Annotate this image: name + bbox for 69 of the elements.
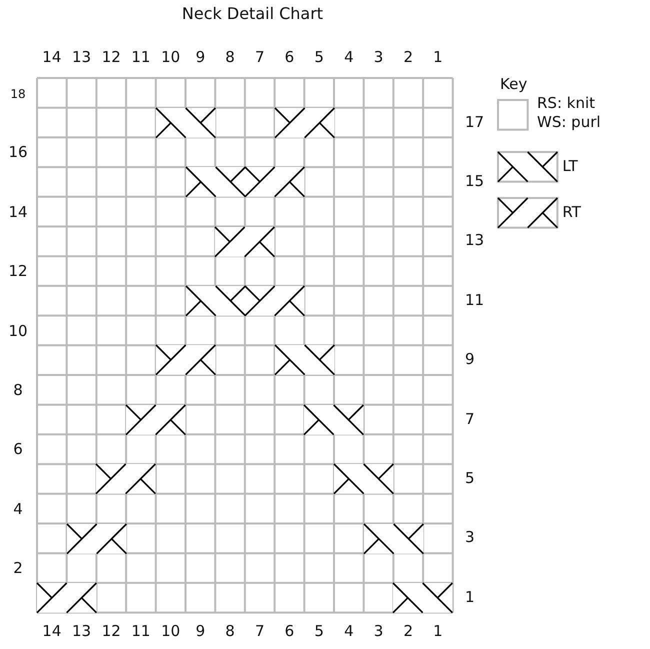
column-number: 14 — [42, 50, 62, 65]
column-number: 1 — [433, 624, 443, 639]
column-number: 9 — [196, 624, 206, 639]
row-number: 18 — [10, 88, 26, 100]
column-number: 10 — [161, 624, 180, 639]
row-number: 10 — [8, 324, 28, 339]
key-text: RT — [562, 203, 582, 222]
column-number: 7 — [254, 50, 265, 65]
row-number: 11 — [465, 292, 484, 308]
left-twist-symbol — [186, 286, 245, 316]
right-twist-symbol — [274, 108, 334, 138]
column-number: 3 — [374, 624, 384, 639]
column-number: 12 — [102, 50, 121, 65]
column-number: 4 — [344, 50, 354, 65]
row-number: 6 — [13, 442, 23, 458]
row-number: 9 — [465, 352, 475, 368]
row-number: 3 — [465, 530, 475, 546]
key-heading: Key — [500, 77, 528, 92]
right-twist-symbol — [66, 524, 126, 554]
left-twist-symbol — [393, 582, 453, 613]
row-number: 14 — [8, 204, 28, 220]
column-number: 2 — [403, 50, 414, 65]
column-number: 6 — [284, 50, 294, 65]
left-twist-symbol — [304, 404, 364, 434]
row-number: 12 — [8, 264, 28, 280]
right-twist-symbol — [96, 464, 156, 494]
row-number: 2 — [13, 561, 23, 576]
column-number: 1 — [433, 50, 443, 65]
column-number: 10 — [161, 50, 180, 65]
row-number: 1 — [465, 590, 475, 605]
left-twist-symbol — [274, 345, 334, 375]
left-twist-symbol — [334, 464, 394, 494]
column-number: 5 — [314, 50, 324, 65]
column-number: 9 — [196, 50, 206, 65]
column-number: 8 — [225, 50, 235, 65]
row-number: 17 — [465, 114, 484, 130]
column-number: 2 — [403, 624, 414, 639]
column-number: 11 — [131, 50, 150, 65]
left-twist-symbol — [186, 167, 245, 197]
column-number: 5 — [314, 624, 324, 639]
key-text: RS: knit WS: purl — [537, 94, 602, 132]
right-twist-symbol — [156, 345, 216, 375]
column-number: 13 — [72, 50, 92, 65]
row-number: 8 — [13, 383, 23, 398]
row-number: 4 — [13, 502, 23, 517]
chart-title: Neck Detail Chart — [180, 4, 324, 23]
left-twist-symbol — [156, 108, 216, 138]
key-text: LT — [562, 157, 579, 176]
row-number: 13 — [465, 233, 484, 248]
column-number: 14 — [42, 624, 62, 639]
knitting-chart-grid — [37, 78, 453, 613]
column-number: 6 — [284, 624, 294, 639]
right-twist-symbol — [215, 226, 275, 256]
column-number: 7 — [254, 624, 265, 639]
left-twist-symbol — [364, 524, 424, 554]
column-number: 13 — [72, 624, 92, 639]
row-number: 7 — [465, 412, 475, 427]
column-number: 3 — [374, 50, 384, 65]
column-number: 4 — [344, 624, 354, 639]
column-number: 11 — [131, 624, 150, 639]
right-twist-symbol — [37, 582, 96, 613]
row-number: 15 — [465, 174, 484, 189]
column-number: 12 — [102, 624, 121, 639]
column-number: 8 — [225, 624, 235, 639]
right-twist-symbol — [244, 167, 304, 197]
right-twist-symbol — [244, 286, 304, 316]
row-number: 16 — [8, 145, 28, 160]
right-twist-symbol — [126, 404, 186, 434]
row-number: 5 — [465, 470, 475, 486]
